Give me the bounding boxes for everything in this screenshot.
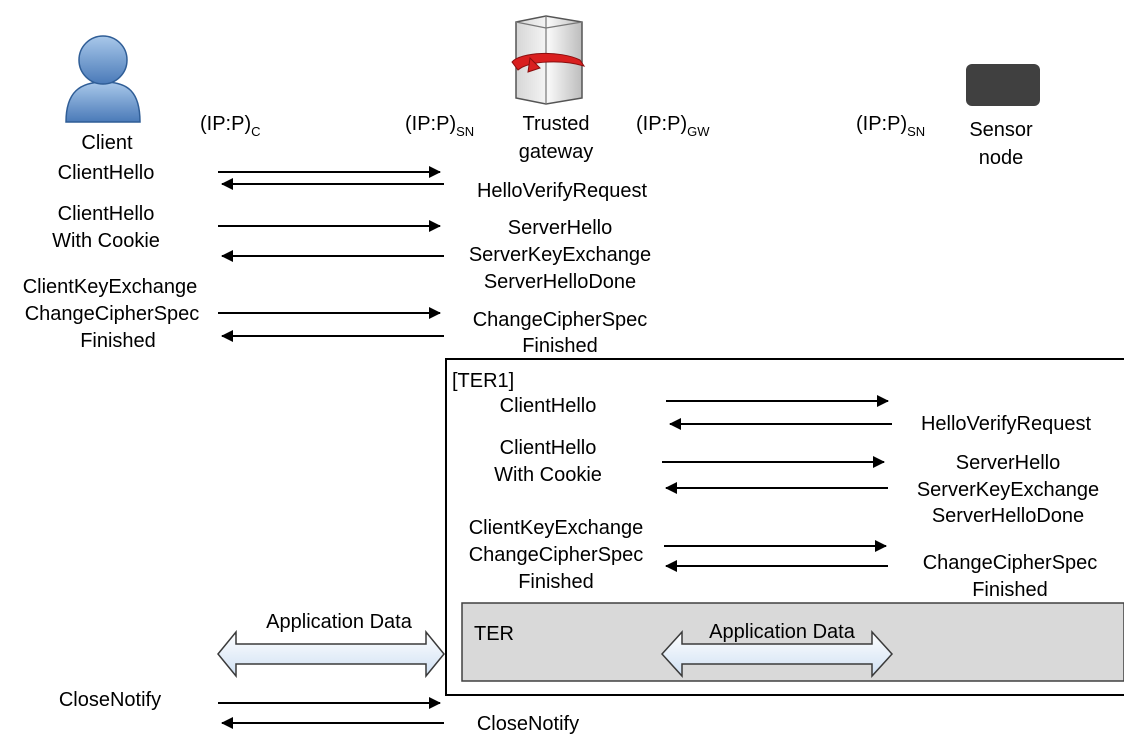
gateway-label-line2: gateway: [519, 141, 594, 163]
msg-client-hello: ClientHello: [58, 203, 155, 225]
msg-client-hello: ClientHello: [500, 437, 597, 459]
sensor-label-line1: Sensor: [969, 119, 1033, 141]
msg-client-key-exchange: ClientKeyExchange: [23, 276, 198, 298]
msg-hello-verify-request: HelloVerifyRequest: [477, 180, 648, 202]
app-data-arrow: [217, 629, 445, 679]
ter-box-outline: [445, 358, 1124, 696]
gateway-label-line1: Trusted: [522, 113, 589, 135]
msg-hello-verify-request: HelloVerifyRequest: [921, 413, 1092, 435]
msg-change-cipher-spec: ChangeCipherSpec: [25, 303, 200, 325]
msg-server-hello-done: ServerHelloDone: [932, 505, 1084, 527]
msg-with-cookie: With Cookie: [494, 464, 602, 486]
ter-box-tag: [TER1]: [452, 370, 514, 392]
msg-finished: Finished: [972, 579, 1048, 601]
client-label: Client: [81, 132, 133, 154]
app-data-label: Application Data: [266, 611, 413, 633]
gateway-address-right: (IP:P)GW: [636, 113, 710, 139]
sensor-label-line2: node: [979, 147, 1024, 169]
msg-close-notify-client: CloseNotify: [59, 689, 161, 711]
server-icon: [511, 15, 586, 105]
msg-server-key-exchange: ServerKeyExchange: [469, 244, 651, 266]
msg-with-cookie: With Cookie: [52, 230, 160, 252]
msg-change-cipher-spec: ChangeCipherSpec: [473, 309, 648, 331]
sensor-address: (IP:P)SN: [856, 113, 925, 139]
msg-close-notify-server: CloseNotify: [477, 713, 579, 735]
msg-client-hello: ClientHello: [500, 395, 597, 417]
msg-server-hello-done: ServerHelloDone: [484, 271, 636, 293]
client-address: (IP:P)C: [200, 113, 261, 139]
msg-change-cipher-spec: ChangeCipherSpec: [923, 552, 1098, 574]
client-person-icon: [65, 35, 141, 123]
msg-client-hello: ClientHello: [58, 162, 155, 184]
msg-server-hello: ServerHello: [508, 217, 612, 239]
ter-app-data-label: Application Data: [709, 621, 856, 643]
msg-client-key-exchange: ClientKeyExchange: [469, 517, 644, 539]
msg-finished: Finished: [518, 571, 594, 593]
ter-inner-tag: TER: [474, 623, 514, 645]
msg-change-cipher-spec: ChangeCipherSpec: [469, 544, 644, 566]
msg-server-key-exchange: ServerKeyExchange: [917, 479, 1099, 501]
gateway-address-left: (IP:P)SN: [405, 113, 474, 139]
msg-server-hello: ServerHello: [956, 452, 1060, 474]
ter-inner-box: [461, 602, 1124, 682]
ter-app-data-arrow: [660, 630, 894, 678]
sensor-node-icon: [966, 64, 1040, 106]
msg-finished: Finished: [80, 330, 156, 352]
msg-finished: Finished: [522, 335, 598, 357]
